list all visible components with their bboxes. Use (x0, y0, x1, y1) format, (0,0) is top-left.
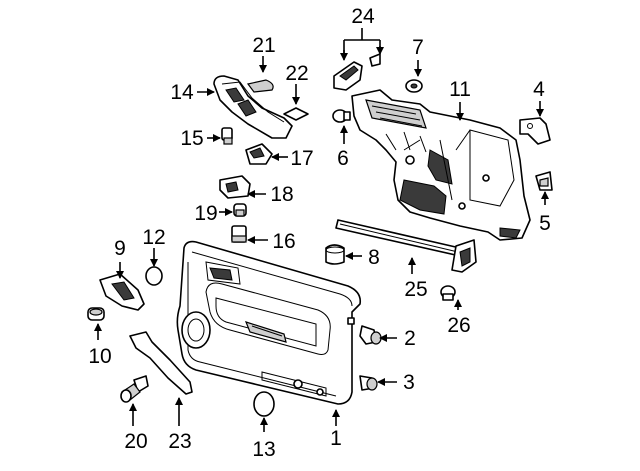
callout-8: 8 (368, 246, 380, 269)
callout-26: 26 (447, 314, 470, 337)
callout-4: 4 (533, 78, 545, 101)
part-8-clip (325, 244, 345, 265)
callout-16: 16 (272, 230, 295, 253)
callout-14: 14 (170, 81, 194, 104)
part-1-door-trim-panel (176, 240, 362, 405)
callout-10: 10 (88, 345, 111, 368)
part-16-connector (231, 225, 247, 243)
callout-13: 13 (252, 438, 275, 461)
part-13-plug (253, 391, 275, 417)
callout-25: 25 (404, 278, 427, 301)
part-5-clip (535, 171, 553, 191)
part-25-weatherstrip (335, 219, 477, 273)
part-4-bracket (519, 117, 551, 145)
part-24-mirror-patch (333, 53, 381, 91)
callout-7: 7 (412, 36, 424, 59)
part-3-screw (359, 375, 378, 391)
part-10-clip (87, 307, 105, 321)
callout-1: 1 (330, 427, 342, 450)
callout-5: 5 (539, 212, 551, 235)
callout-2: 2 (404, 327, 416, 350)
callout-18: 18 (270, 183, 293, 206)
part-7-clip (405, 79, 423, 93)
part-23-trim-strip (129, 331, 193, 395)
callout-23: 23 (168, 430, 191, 453)
part-18-bracket (219, 175, 251, 199)
callout-3: 3 (403, 371, 415, 394)
part-26-push-pin (440, 285, 456, 301)
part-14-switch-bezel (213, 75, 293, 139)
part-2-screw (359, 325, 382, 345)
callout-21: 21 (252, 34, 275, 57)
part-15-clip (221, 127, 233, 145)
callout-9: 9 (114, 237, 126, 260)
part-20-bolt (120, 375, 149, 403)
part-17-switch (245, 143, 273, 165)
callout-24: 24 (351, 5, 375, 28)
part-22-pad (283, 107, 309, 121)
part-6-fastener (332, 109, 351, 123)
callout-12: 12 (142, 226, 165, 249)
leader-lines (94, 28, 549, 432)
callout-19: 19 (194, 202, 217, 225)
callout-11: 11 (449, 78, 471, 101)
part-11-inner-door-module (351, 89, 531, 241)
part-19-clip (233, 203, 247, 217)
part-9-handle-bezel (99, 273, 145, 311)
callout-6: 6 (337, 147, 349, 170)
callout-20: 20 (124, 430, 147, 453)
part-12-plug (145, 266, 163, 286)
callout-15: 15 (180, 127, 203, 150)
part-21-trim-cap (246, 79, 274, 93)
callout-labels: 1 2 3 4 5 6 7 8 9 10 11 12 13 14 15 16 1… (88, 5, 551, 461)
callout-17: 17 (290, 147, 313, 170)
callout-22: 22 (285, 62, 308, 85)
